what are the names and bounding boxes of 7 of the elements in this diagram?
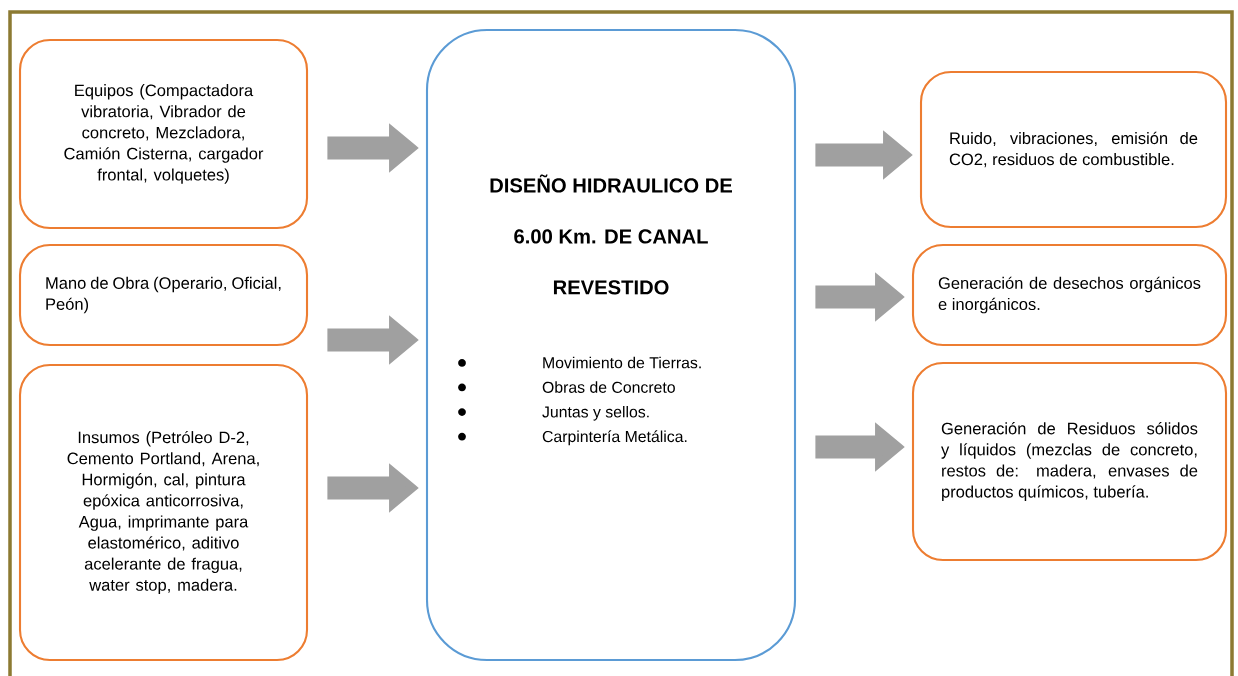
text-box: Equipos (Compactadora vibratoria, Vibrador de concreto, Mezcladora, Camión Cisterna, cargador frontal, volquetes) bbox=[18, 38, 309, 230]
text-box: Generación de Residuos sólidos y líquidos (mezclas de concreto, restos de: madera, envases de productos químicos, tubería. bbox=[911, 361, 1228, 562]
text-box: Mano de Obra (Operario, Oficial, Peón) bbox=[18, 243, 309, 347]
text-box: Generación de desechos orgánicos e inorgánicos. bbox=[911, 243, 1228, 347]
text-box: Insumos (Petróleo D-2, Cemento Portland, Arena, Hormigón, cal, pintura epóxica anticorrosiva, Agua, imprimante para elastomérico, aditivo acelerante de fragua, water stop, madera. bbox=[18, 363, 309, 662]
process-box: DISEÑO HIDRAULICO DE 6.00 Km. DE CANAL REVESTIDO Movimiento de Tierras. Obras de Concreto Juntas y sellos. Carpintería Metálica. bbox=[425, 28, 797, 662]
text-box: Ruido, vibraciones, emisión de CO2, residuos de combustible. bbox=[919, 70, 1228, 229]
